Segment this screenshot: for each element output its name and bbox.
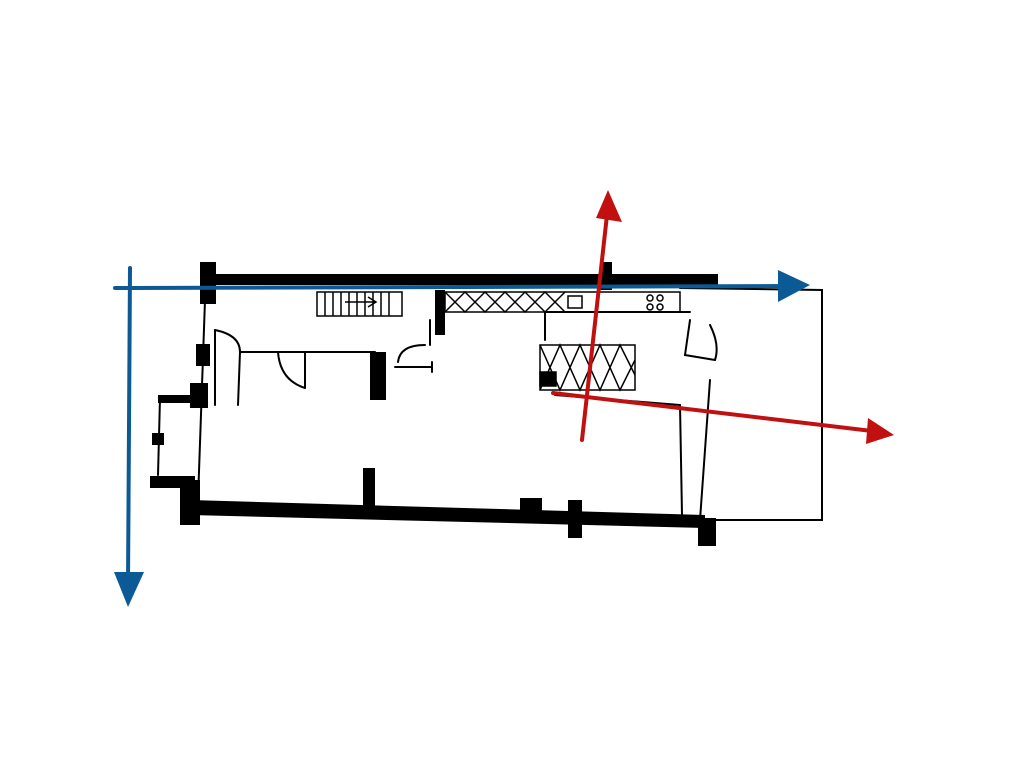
rotated-axes — [551, 190, 894, 444]
rotated-y-axis — [580, 213, 609, 442]
rotated-x-arrowhead-icon — [866, 418, 894, 444]
primary-axes — [113, 266, 810, 607]
plan-outline — [157, 287, 823, 521]
rotated-y-arrowhead-icon — [596, 190, 622, 222]
primary-y-arrowhead-icon — [114, 572, 144, 607]
primary-y-axis — [126, 266, 132, 587]
primary-x-axis — [113, 284, 792, 290]
walls — [150, 262, 718, 546]
primary-x-arrowhead-icon — [778, 270, 810, 302]
rotated-x-axis — [551, 391, 874, 433]
kitchen-counter — [444, 290, 681, 314]
stairs — [316, 291, 403, 317]
